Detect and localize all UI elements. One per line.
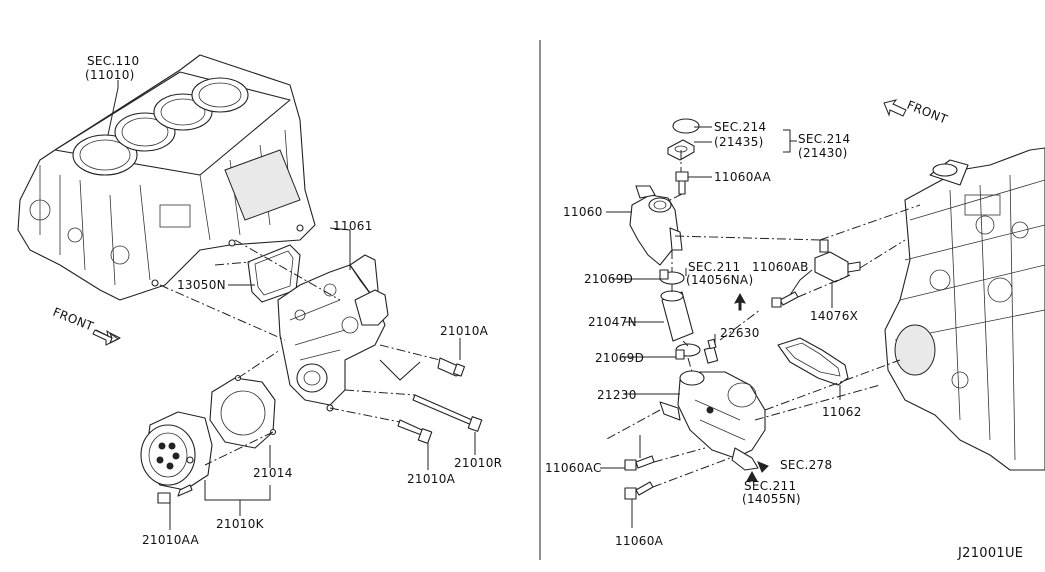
label-sec110-ref: (11010) (85, 68, 135, 82)
water-outlet-11060 (629, 185, 683, 266)
label-sec211-b: SEC.211 (744, 479, 796, 493)
label-11060ac: 11060AC (545, 461, 602, 475)
label-21069d-top: 21069D (584, 272, 633, 286)
left-leader-lines (107, 80, 476, 530)
label-11060a: 11060A (615, 534, 664, 548)
water-pump-pulley (140, 411, 213, 491)
engine-assembly-right (884, 147, 1045, 471)
clamp-21069d-top (659, 269, 685, 285)
label-11060aa: 11060AA (714, 170, 772, 184)
label-21010a-bottom: 21010A (407, 472, 456, 486)
label-21010a-top: 21010A (440, 324, 489, 338)
bolt-11060ac (624, 455, 655, 471)
label-front-right: FRONT (905, 98, 950, 127)
label-sec214-b: SEC.214 (798, 132, 850, 146)
bolt-21010a-top (437, 357, 466, 377)
label-21010aa: 21010AA (142, 533, 200, 547)
water-pump-housing-11061 (277, 254, 389, 412)
label-front-left: FRONT (51, 305, 96, 334)
label-21010k: 21010K (216, 517, 265, 531)
label-sec211-a: SEC.211 (688, 260, 740, 274)
label-sec110: SEC.110 (87, 54, 139, 68)
label-11060ab: 11060AB (752, 260, 809, 274)
clamp-21069d-bottom (675, 343, 701, 360)
label-21014: 21014 (253, 466, 293, 480)
cylinder-block (17, 54, 316, 301)
bolt-11060aa (675, 171, 689, 195)
label-21010r: 21010R (454, 456, 502, 470)
front-arrow-right (883, 99, 907, 117)
label-11061: 11061 (333, 219, 373, 233)
right-assembly-lines (604, 150, 921, 488)
label-14076x: 14076X (810, 309, 858, 323)
bolt-21010r (412, 394, 483, 432)
label-21047n: 21047N (588, 315, 637, 329)
hose-21047n (660, 290, 694, 342)
gasket-11062 (777, 337, 849, 386)
label-sec211-b-ref: (14055N) (742, 492, 801, 506)
bracket-14076x (814, 239, 861, 283)
bolt-11060ab (771, 291, 799, 308)
bolt-11060a (624, 481, 654, 500)
bolt-21010a-bottom (397, 419, 433, 444)
left-assembly-lines (159, 239, 441, 466)
label-sec214-a-ref: (21435) (714, 135, 764, 149)
o-ring-21435 (672, 118, 700, 134)
label-22630: 22630 (720, 326, 760, 340)
label-sec211-a-ref: (14056NA) (686, 273, 753, 287)
arrow-sec278 (757, 461, 769, 473)
thermostat-housing-21230 (659, 370, 766, 471)
label-13050n: 13050N (177, 278, 226, 292)
bolt-21010aa (157, 484, 193, 504)
arrow-sec211-lower (746, 470, 758, 482)
front-arrow-left (92, 329, 121, 346)
sensor-22630 (703, 338, 719, 364)
label-sec214-b-ref: (21430) (798, 146, 848, 160)
label-21069d-bottom: 21069D (595, 351, 644, 365)
diagram-code: J21001UE (957, 546, 1023, 561)
arrow-sec211-upper (734, 292, 746, 311)
label-11062: 11062 (822, 405, 862, 419)
right-leader-lines (600, 126, 841, 528)
label-sec214-a: SEC.214 (714, 120, 766, 134)
gasket-21014 (209, 374, 277, 449)
label-sec278: SEC.278 (780, 458, 832, 472)
label-11060: 11060 (563, 205, 603, 219)
label-21230: 21230 (597, 388, 637, 402)
